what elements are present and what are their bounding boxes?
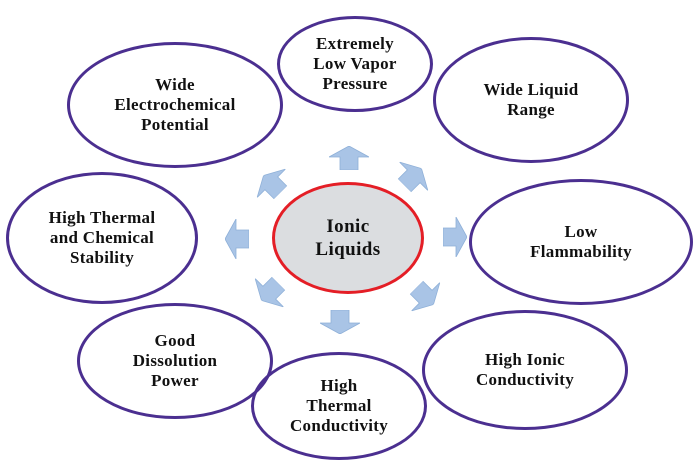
node-ionic-conductivity-label: High Ionic Conductivity [475,350,575,389]
arrow-southwest-icon [247,269,292,314]
node-thermal-stability-label: High Thermal and Chemical Stability [48,208,156,267]
arrow-southeast-icon [402,273,447,318]
arrow-northeast-icon [390,154,435,199]
node-thermal-conductivity: High Thermal Conductivity [251,352,427,460]
node-flammability-label: Low Flammability [530,222,632,261]
arrow-east-icon [443,217,467,257]
node-electrochemical-label: Wide Electrochemical Potential [114,75,236,134]
arrow-south-icon [320,310,360,334]
node-flammability: Low Flammability [469,179,693,305]
node-electrochemical: Wide Electrochemical Potential [67,42,283,168]
center-label: Ionic Liquids [315,216,381,260]
arrow-north-icon [329,146,369,170]
node-vapor-pressure: Extremely Low Vapor Pressure [277,16,433,112]
arrow-west-icon [225,219,249,259]
node-dissolution-power: Good Dissolution Power [77,303,273,419]
node-ionic-conductivity: High Ionic Conductivity [422,310,628,430]
node-thermal-stability: High Thermal and Chemical Stability [6,172,198,304]
node-vapor-pressure-label: Extremely Low Vapor Pressure [313,34,397,93]
arrow-northwest-icon [249,161,294,206]
node-ionic-liquids-center: Ionic Liquids [272,182,424,294]
node-liquid-range: Wide Liquid Range [433,37,629,163]
node-dissolution-power-label: Good Dissolution Power [132,331,218,390]
node-thermal-conductivity-label: High Thermal Conductivity [289,376,389,435]
node-liquid-range-label: Wide Liquid Range [483,80,579,119]
